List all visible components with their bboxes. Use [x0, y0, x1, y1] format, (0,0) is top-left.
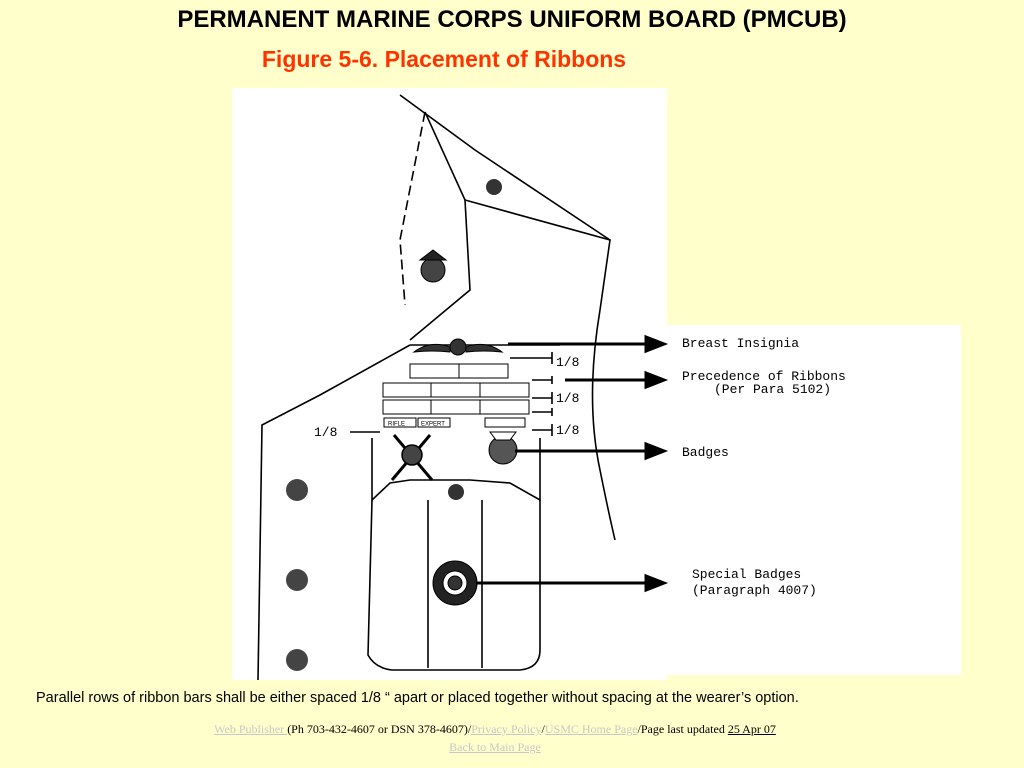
footer-phone: (Ph 703-432-4607 or DSN 378-4607)/	[287, 722, 472, 736]
pistol-badge	[488, 431, 518, 465]
footer-updated-prefix: /Page last updated	[637, 722, 728, 736]
rifle-badge	[390, 434, 434, 481]
tick-line-5	[532, 424, 553, 436]
tick-line-1	[510, 352, 553, 364]
back-to-main-link[interactable]: Back to Main Page	[449, 740, 541, 754]
coat-button-3	[286, 649, 308, 671]
badge-text-right: EXPERT	[421, 422, 445, 428]
badge-bar-right	[417, 417, 451, 428]
breast-insignia-wings	[412, 338, 504, 356]
tick-line-2	[532, 376, 553, 384]
pocket-button	[448, 484, 464, 500]
footer-line: Web Publisher (Ph 703-432-4607 or DSN 37…	[0, 722, 990, 737]
spacing-mark-3: 1/8	[556, 423, 579, 438]
coat-button-2	[286, 569, 308, 591]
label-precedence-line1: Precedence of Ribbons	[682, 369, 846, 384]
page-title: PERMANENT MARINE CORPS UNIFORM BOARD (PM…	[177, 6, 847, 33]
label-badges: Badges	[682, 445, 729, 460]
tick-line-3	[532, 392, 553, 404]
figure-title: Figure 5-6. Placement of Ribbons	[261, 46, 627, 72]
ribbon-row-2	[382, 382, 530, 398]
pocket-body	[367, 499, 541, 671]
footer-back: Back to Main Page	[0, 740, 990, 755]
lapel-outer	[424, 111, 611, 311]
label-panel	[667, 325, 961, 675]
spacing-mark-2: 1/8	[556, 391, 579, 406]
last-updated-date: 25 Apr 07	[727, 722, 776, 736]
collar-button	[486, 179, 502, 195]
collar-emblem-ega	[418, 249, 448, 283]
usmc-home-link[interactable]: USMC Home Page	[544, 722, 638, 736]
spacing-mark-1: 1/8	[556, 355, 579, 370]
lapel-edge	[399, 111, 426, 306]
side-seam	[591, 309, 616, 541]
front-edge	[257, 344, 411, 681]
spacing-mark-4: 1/8	[314, 425, 337, 440]
label-special-line1: Special Badges	[692, 567, 801, 582]
label-precedence-line2: (Per Para 5102)	[714, 382, 831, 397]
label-breast-insignia: Breast Insignia	[682, 336, 799, 351]
badge-bar-3	[484, 417, 526, 428]
lapel-inner	[409, 199, 471, 341]
coat-button-1	[286, 479, 308, 501]
label-special-line2: (Paragraph 4007)	[692, 583, 817, 598]
footer-separator: /	[541, 722, 545, 736]
pocket	[371, 438, 541, 502]
web-publisher-link[interactable]: Web Publisher	[214, 722, 288, 736]
collar-line	[399, 94, 611, 241]
special-badge	[432, 560, 478, 606]
caption-text: Parallel rows of ribbon bars shall be ei…	[36, 690, 799, 706]
privacy-policy-link[interactable]: Privacy Policy	[471, 722, 542, 736]
badge-bar-left	[383, 417, 417, 428]
badge-text-left: RIFLE	[388, 422, 405, 428]
tick-line-4	[532, 408, 553, 416]
ribbon-row-3	[382, 399, 530, 415]
